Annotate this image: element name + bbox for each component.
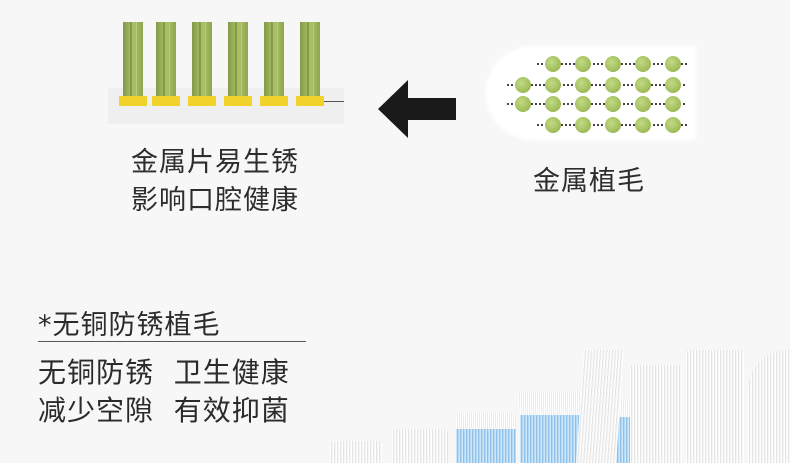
bristle-tuft-white [330,441,382,463]
left-arrow-icon [378,80,456,138]
bristle-tuft-white [518,391,582,463]
feature-slogan: 无铜防锈 卫生健康 减少空隙 有效抑菌 [38,354,290,430]
metal-clip [188,96,216,106]
bristle-tuft-white [630,365,682,463]
metal-tufting-caption: 金属植毛 [533,166,645,197]
bristle-tuft [192,22,212,104]
tuft-hole [635,117,651,133]
tuft-hole [665,117,681,133]
tuft-hole [575,96,591,112]
bristle-tuft [156,22,176,104]
metal-clip [296,96,324,106]
metal-clip [119,96,147,106]
divider [38,341,306,342]
bristle-tuft-blue [456,413,516,463]
bristle-tuft [300,22,320,104]
tuft-hole [635,56,651,72]
tuft-hole [605,56,621,72]
tuft-hole [665,96,681,112]
tuft-hole [665,56,681,72]
pointer-line [324,101,344,102]
tuft-hole [605,77,621,93]
tuft-hole [545,77,561,93]
bristle-tuft [264,22,284,104]
tuft-hole [575,117,591,133]
metal-wire-line [507,84,687,86]
tuft-hole [545,96,561,112]
caption-line: 金属片易生锈 [131,147,299,178]
tuft-hole [545,56,561,72]
metal-clip [260,96,288,106]
caption-line: 影响口腔健康 [131,185,299,216]
brush-head-top-view [484,44,698,142]
bristle-tuft-white [392,429,448,463]
tuft-hole [515,77,531,93]
bristle-tuft [228,22,248,104]
tuft-hole [575,56,591,72]
bristle-tuft-white [686,350,744,463]
tuft-hole [575,77,591,93]
tuft-hole [635,96,651,112]
tuft-hole [605,96,621,112]
copper-free-annotation: *无铜防锈植毛 [38,310,221,341]
metal-wire-line [507,103,687,105]
metal-clip-cross-section [108,18,344,124]
bristle-tuft-white [576,350,624,463]
metal-clip [224,96,252,106]
tuft-hole [665,77,681,93]
metal-clip [152,96,180,106]
tuft-hole [635,77,651,93]
metal-rust-caption: 金属片易生锈 影响口腔健康 [131,144,299,220]
bristle-tuft-white [748,350,790,463]
slogan-line: 减少空隙 有效抑菌 [38,394,290,427]
bristle-tuft [123,22,143,104]
tuft-hole [545,117,561,133]
bristle-tuft-blue [520,399,582,463]
tuft-hole [605,117,621,133]
slogan-line: 无铜防锈 卫生健康 [38,356,290,389]
tuft-hole [515,96,531,112]
bristle-closeup-photo [330,350,790,463]
